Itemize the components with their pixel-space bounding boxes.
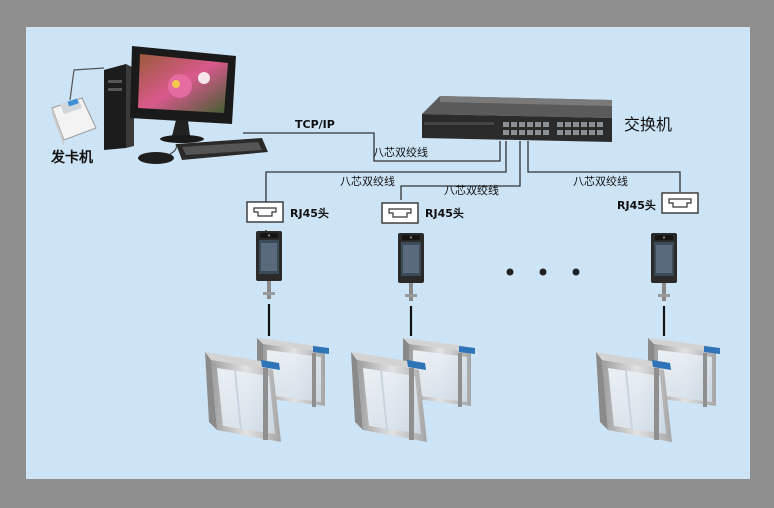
cable-label-2: 八芯双绞线 xyxy=(444,183,499,197)
speed-gate-icon xyxy=(204,337,330,443)
rj45-connector-icon xyxy=(381,202,419,224)
rj45-connector-icon xyxy=(661,192,699,214)
speed-gate-icon xyxy=(595,337,721,443)
switch-label: 交换机 xyxy=(624,115,672,134)
cable-label-3: 八芯双绞线 xyxy=(573,174,628,188)
face-terminal-icon xyxy=(398,233,424,301)
rj45-connector-icon xyxy=(246,201,284,223)
ellipsis-icon xyxy=(506,268,580,276)
card-reader-icon xyxy=(51,67,105,146)
tcp-ip-label: TCP/IP xyxy=(295,118,335,131)
face-terminal-icon xyxy=(651,233,677,301)
cable-label-1: 八芯双绞线 xyxy=(340,174,395,188)
rj45-label-2: RJ45头 xyxy=(425,206,464,220)
cable-main-label: 八芯双绞线 xyxy=(373,145,428,159)
speed-gate-icon xyxy=(350,337,476,443)
rj45-label-1: RJ45头 xyxy=(290,206,329,220)
network-cables xyxy=(243,132,681,232)
card-issuer-label: 发卡机 xyxy=(50,149,93,166)
face-terminal-icon xyxy=(256,231,282,299)
computer-icon xyxy=(104,46,268,164)
rj45-label-3: RJ45头 xyxy=(617,198,656,212)
network-switch-icon xyxy=(422,96,612,142)
